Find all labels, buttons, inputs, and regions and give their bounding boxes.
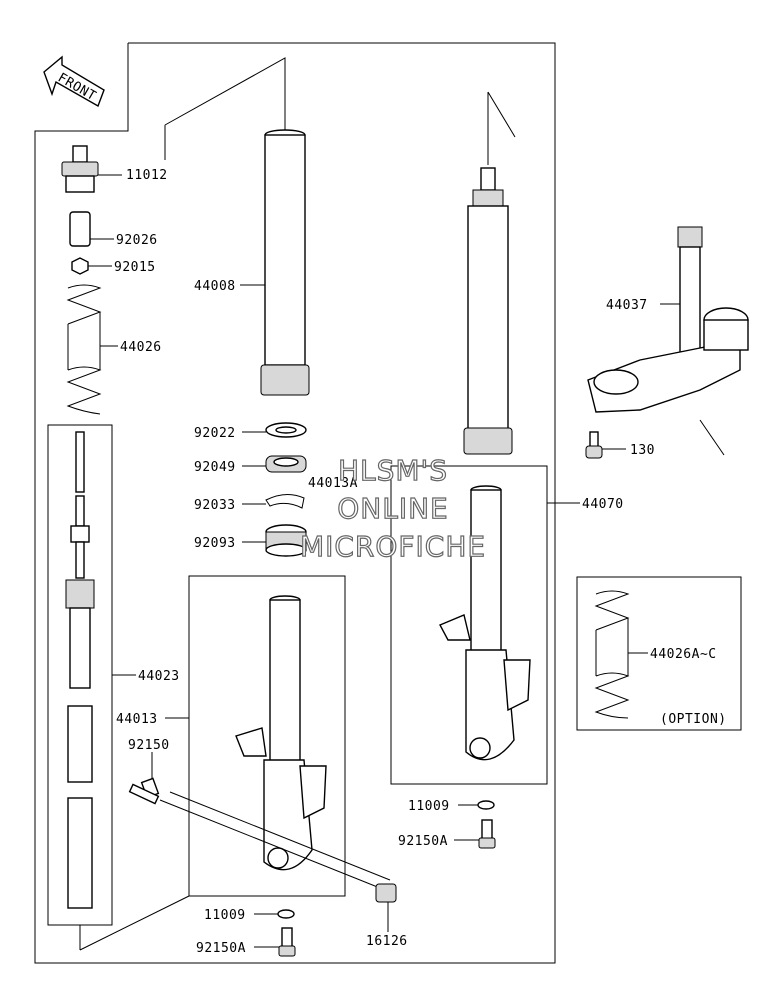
label-11009-right: 11009 (408, 799, 450, 814)
connector-line (79, 895, 190, 951)
label-130: 130 (630, 443, 655, 458)
label-92093: 92093 (194, 536, 236, 551)
label-92150: 92150 (128, 738, 170, 753)
fork-spring-part (66, 284, 118, 415)
collar-part (69, 211, 114, 247)
bolt-92150a-right-part (454, 819, 496, 849)
label-92049: 92049 (194, 460, 236, 475)
washer-part (242, 422, 307, 438)
nut-part (71, 257, 112, 275)
inner-tube-part (164, 57, 310, 396)
circlip-part (242, 494, 305, 509)
watermark-line-3: MICROFICHE (300, 530, 486, 563)
oil-seal-part (242, 455, 307, 473)
label-11009-left: 11009 (204, 908, 246, 923)
label-44070: 44070 (582, 497, 624, 512)
label-44026ac: 44026A~C (650, 647, 717, 662)
label-44026: 44026 (120, 340, 162, 355)
label-92022: 92022 (194, 426, 236, 441)
front-arrow-icon: FRONT (43, 55, 105, 108)
axle-nut-part (375, 883, 397, 932)
label-92150a-right: 92150A (398, 834, 448, 849)
fork-cap-bolt-part (61, 145, 122, 193)
damper-assembly-group (47, 424, 136, 926)
steering-stem-part (587, 226, 749, 456)
label-44008: 44008 (194, 279, 236, 294)
dust-seal-part (242, 524, 307, 557)
label-11012: 11012 (126, 168, 168, 183)
washer-11009-right-part (458, 800, 495, 810)
label-92026: 92026 (116, 233, 158, 248)
watermark-line-1: HLSM'S (338, 454, 448, 487)
option-spring-group (576, 576, 742, 731)
watermark-line-2: ONLINE (337, 492, 448, 525)
option-label: (OPTION) (660, 712, 727, 727)
watermark: HLSM'S ONLINE MICROFICHE (299, 453, 486, 563)
outer-frame (34, 42, 556, 964)
label-44013: 44013 (116, 712, 158, 727)
label-92033: 92033 (194, 498, 236, 513)
complete-fork-part (463, 91, 516, 455)
bolt-130-part (585, 431, 626, 459)
label-44013a: 44013A (308, 476, 358, 491)
label-44037: 44037 (606, 298, 648, 313)
label-44023: 44023 (138, 669, 180, 684)
washer-11009-left-part (254, 909, 295, 919)
label-92150a-left: 92150A (196, 941, 246, 956)
outer-tube-right-group (390, 465, 580, 785)
bolt-92150a-left-part (254, 927, 296, 957)
bolt-92150-part (128, 752, 391, 891)
label-16126: 16126 (366, 934, 408, 949)
outer-tube-left-group (165, 575, 346, 897)
label-92015: 92015 (114, 260, 156, 275)
